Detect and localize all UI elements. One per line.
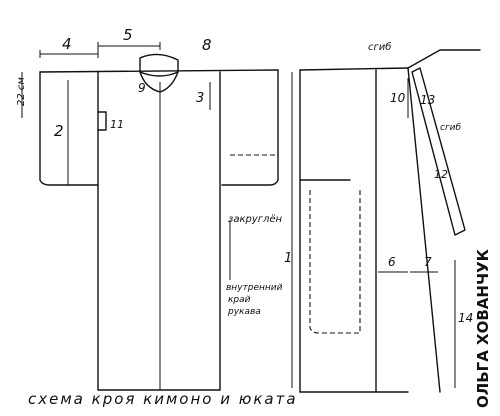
label-fold-collar: сгиб — [440, 123, 462, 133]
back-right-edge — [407, 67, 441, 393]
neckline — [139, 71, 179, 93]
right-sleeve-outline — [221, 69, 279, 186]
label-8: 8 — [202, 36, 212, 54]
label-rounded: закруглён — [228, 214, 283, 225]
label-7: 7 — [424, 255, 432, 269]
label-14: 14 — [458, 311, 473, 325]
label-inner-edge-2: край — [228, 295, 251, 305]
label-inner-edge-1: внутренний — [226, 283, 283, 293]
label-1: 1 — [284, 251, 292, 266]
dim-5 — [97, 42, 161, 50]
label-11: 11 — [110, 118, 124, 131]
inner-panel-dashed — [309, 190, 361, 334]
fold-line-top — [407, 49, 481, 69]
collar-piece — [139, 53, 179, 77]
sleeve-slit-marker — [97, 111, 107, 131]
label-9: 9 — [138, 81, 146, 95]
front-view — [21, 42, 279, 391]
label-22cm: 22 см — [16, 77, 27, 106]
label-5: 5 — [123, 26, 133, 44]
dim-4 — [39, 50, 99, 58]
label-13: 13 — [420, 93, 435, 107]
diagram-caption: схема кроя кимоно и юката — [28, 390, 298, 408]
back-shoulder-line — [299, 67, 409, 71]
collar-strip — [411, 67, 466, 236]
left-sleeve-outline — [39, 71, 99, 186]
shoulder-line — [39, 69, 279, 73]
label-inner-edge-3: рукава — [227, 307, 261, 317]
author-signature: ОЛЬГА ХОВАНЧУК — [474, 248, 492, 408]
back-view — [291, 49, 481, 393]
label-3: 3 — [196, 91, 204, 106]
label-2: 2 — [54, 122, 64, 140]
label-fold-top: сгиб — [368, 41, 391, 53]
label-12: 12 — [434, 168, 448, 181]
label-4: 4 — [62, 35, 72, 53]
label-10: 10 — [390, 91, 406, 105]
label-6: 6 — [388, 255, 396, 269]
